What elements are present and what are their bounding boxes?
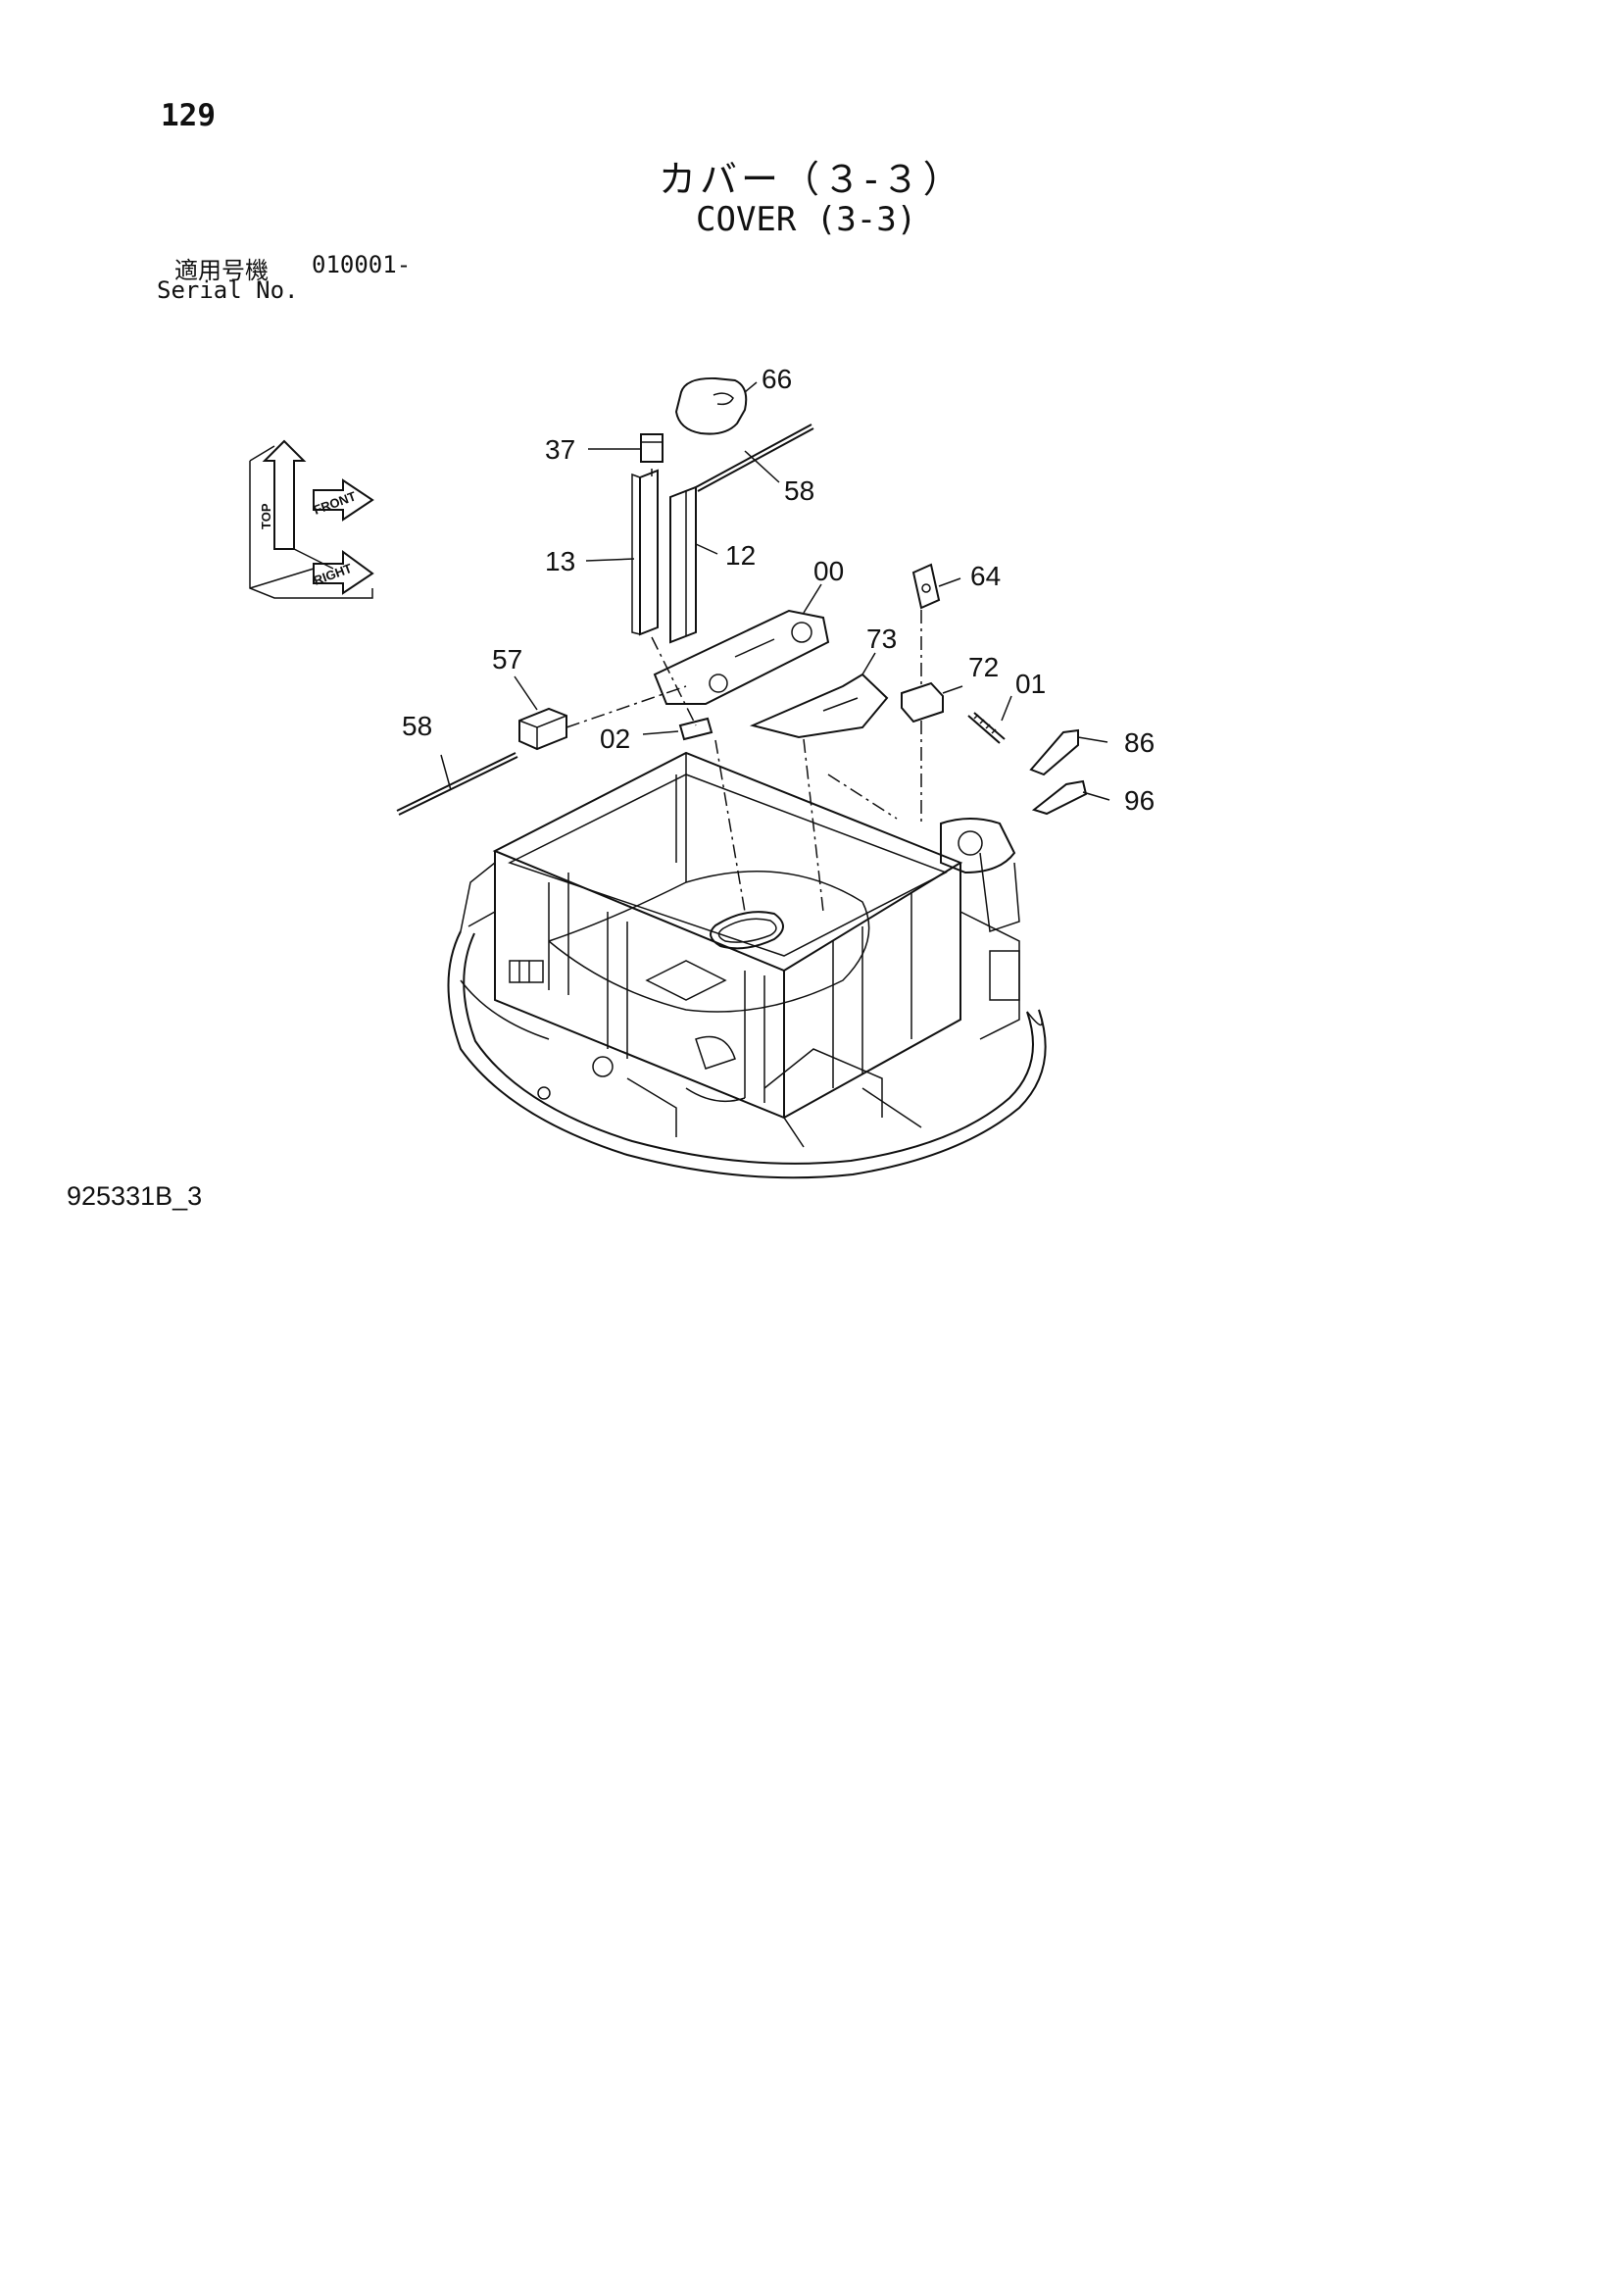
serial-label-japanese: 適用号機 — [174, 257, 269, 284]
part-02-spacer — [678, 717, 713, 741]
part-96-lever — [1031, 779, 1088, 816]
part-58-rod-upper — [695, 424, 814, 492]
callout-86: 86 — [1124, 727, 1155, 758]
part-58-rod-lower — [396, 752, 518, 816]
callout-01: 01 — [1015, 669, 1046, 699]
upper-frame — [447, 751, 1047, 1179]
part-37-block — [640, 433, 664, 463]
callout-13: 13 — [545, 546, 575, 576]
callout-57: 57 — [492, 644, 522, 674]
part-57-block — [518, 707, 567, 751]
orientation-indicator: TOP FRONT RIGHT — [249, 439, 374, 599]
callout-73: 73 — [866, 624, 897, 654]
part-12-plate — [669, 485, 697, 644]
drawing-code: 925331B_3 — [67, 1181, 203, 1211]
page-title-japanese: カバー（３-３） — [659, 158, 964, 201]
part-66-cap — [674, 376, 748, 435]
leader-lines — [440, 381, 1110, 801]
callout-72: 72 — [968, 652, 999, 682]
callout-58-upper: 58 — [784, 475, 814, 506]
part-72-block — [901, 681, 944, 724]
serial-number-value: 010001- — [312, 251, 412, 278]
part-64-clip — [911, 563, 941, 610]
page-title-english: COVER (3-3) — [696, 200, 917, 239]
callout-96: 96 — [1124, 785, 1155, 816]
part-86-lever — [1029, 728, 1079, 776]
part-labels: 66 37 58 13 12 00 64 73 72 01 57 02 86 9… — [402, 364, 1155, 816]
part-13-bar — [631, 469, 659, 636]
page-number: 129 — [161, 98, 216, 133]
callout-12: 12 — [725, 540, 756, 571]
callout-37: 37 — [545, 434, 575, 465]
orientation-label-top: TOP — [259, 503, 273, 529]
part-00-cover-plate — [653, 609, 830, 705]
assembly-lines — [566, 469, 922, 913]
callout-02: 02 — [600, 724, 630, 754]
callout-66: 66 — [762, 364, 792, 394]
serial-label-english: Serial No. — [157, 276, 299, 304]
part-73-bracket — [749, 673, 889, 739]
callout-64: 64 — [970, 561, 1001, 591]
callout-58-lower: 58 — [402, 711, 432, 741]
callout-00: 00 — [813, 556, 844, 586]
part-01-spring — [967, 712, 1006, 744]
